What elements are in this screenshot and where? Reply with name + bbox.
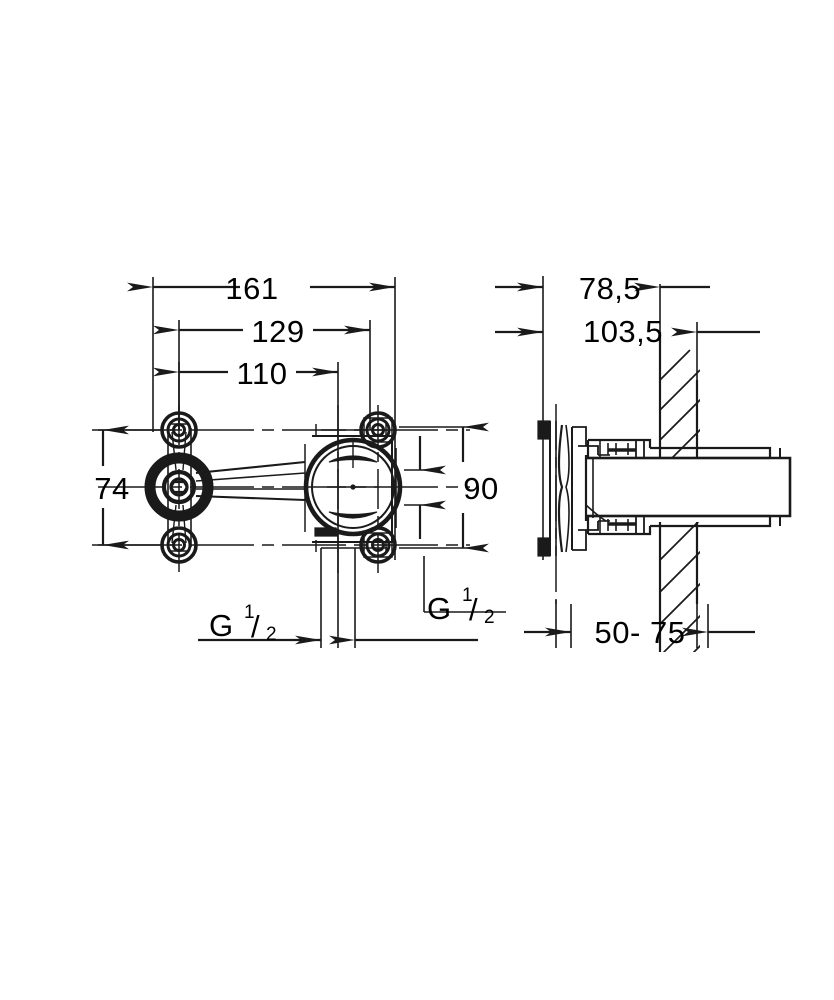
thread-right-prefix: G: [427, 591, 452, 626]
dimension-103-5-label: 103,5: [583, 314, 663, 349]
dimension-90-arrows: [418, 422, 489, 553]
inlet-union-ring: [144, 452, 214, 522]
thread-right-leader: [423, 556, 506, 613]
thread-left-prefix: G: [209, 608, 234, 643]
dimension-90-label: 90: [463, 471, 498, 506]
wall-section-lower: [658, 522, 700, 652]
fixing-boss-bottom-left: [160, 526, 198, 564]
side-view-body: [584, 438, 792, 536]
dimension-78-5-label: 78,5: [579, 271, 641, 306]
thread-label-left: G 1 / 2: [209, 602, 277, 645]
front-view-centrelines: [98, 429, 470, 546]
thread-right-slash: /: [469, 592, 478, 627]
front-view-vertical-centrelines: [178, 405, 379, 575]
dimension-110-label: 110: [237, 356, 288, 391]
dimension-50-75-label: 50- 75: [595, 615, 686, 650]
thread-left-slash: /: [251, 609, 260, 644]
dimension-129-label: 129: [251, 314, 304, 349]
thread-label-right: G 1 / 2: [427, 585, 495, 628]
dimension-74-label: 74: [94, 471, 129, 506]
cartridge-circle: [303, 437, 403, 537]
thread-right-denominator: 2: [484, 607, 495, 628]
fixing-boss-top-left: [160, 411, 198, 449]
cartridge-lower-tab: [314, 527, 339, 537]
wall-section-upper: [658, 332, 700, 458]
side-view-extension-lines: [542, 276, 698, 648]
dimension-50-75: [524, 604, 755, 648]
thread-left-denominator: 2: [266, 624, 277, 645]
fixing-boss-bottom-right: [359, 526, 397, 564]
thread-right-numerator: 1: [462, 585, 473, 606]
dimension-161-label: 161: [225, 271, 278, 306]
thread-left-numerator: 1: [244, 602, 255, 623]
dimension-labels: 161 129 110 74 90 78,5 103,5 50- 75: [94, 271, 685, 650]
fixing-boss-top-right: [359, 411, 397, 449]
